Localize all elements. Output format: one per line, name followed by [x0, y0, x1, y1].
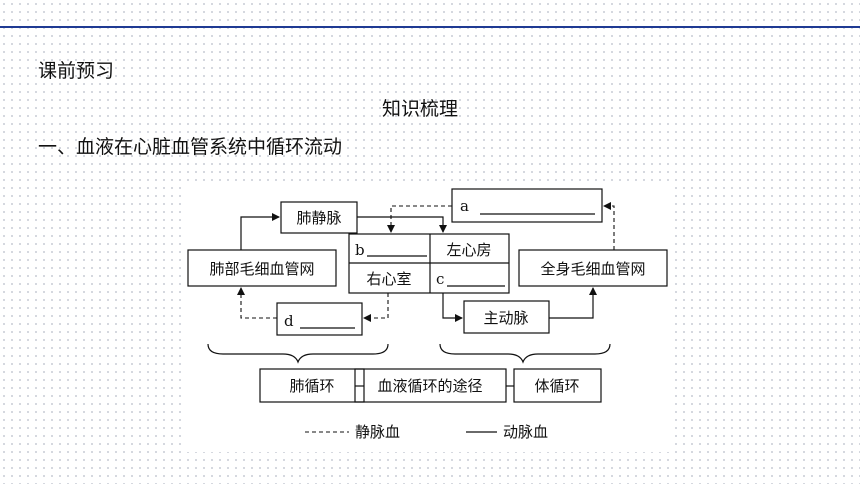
arrow-body-to-a [603, 202, 615, 250]
box-body-capillaries [518, 249, 668, 287]
label-b: b [355, 241, 365, 259]
legend-arterial-label: 动脉血 [503, 423, 548, 441]
arrow-right-ventricle-to-d [363, 293, 389, 322]
label-c: c [436, 270, 444, 288]
arrow-a-to-right-atrium [387, 205, 452, 233]
circulation-diagram: a 肺静脉 b 左心房 右心室 c 肺部毛细血管网 全身毛细血管网 d 主动脉 … [183, 186, 671, 452]
arrow-aorta-to-body [549, 287, 597, 319]
arrow-d-to-lung [237, 287, 277, 319]
section-heading: 一、血液在心脏血管系统中循环流动 [38, 136, 343, 158]
label-blood-circulation-path: 血液循环的途径 [377, 377, 482, 395]
arrow-pulmonary-vein-to-left-atrium [357, 216, 447, 233]
section-label: 课前预习 [38, 60, 115, 82]
subtitle: 知识梳理 [382, 98, 459, 120]
top-border-line [0, 26, 860, 28]
label-aorta: 主动脉 [483, 309, 528, 327]
box-aorta [463, 300, 550, 334]
label-left-atrium: 左心房 [446, 241, 491, 259]
box-d [276, 302, 363, 336]
arrow-lung-to-pulmonary-vein [240, 213, 280, 250]
box-a [451, 188, 603, 223]
brace-left [207, 343, 389, 364]
label-a: a [460, 197, 469, 215]
label-lung-capillaries: 肺部毛细血管网 [209, 260, 314, 278]
arrow-left-ventricle-to-aorta [442, 293, 463, 322]
label-pulmonary-vein: 肺静脉 [296, 209, 341, 227]
label-right-ventricle: 右心室 [366, 270, 411, 288]
label-systemic-circulation: 体循环 [534, 377, 579, 395]
legend-venous-label: 静脉血 [355, 423, 400, 441]
box-lung-capillaries [187, 249, 337, 287]
label-pulmonary-circulation: 肺循环 [289, 377, 334, 395]
label-d: d [284, 312, 294, 330]
label-body-capillaries: 全身毛细血管网 [540, 260, 645, 278]
brace-right [439, 343, 611, 364]
